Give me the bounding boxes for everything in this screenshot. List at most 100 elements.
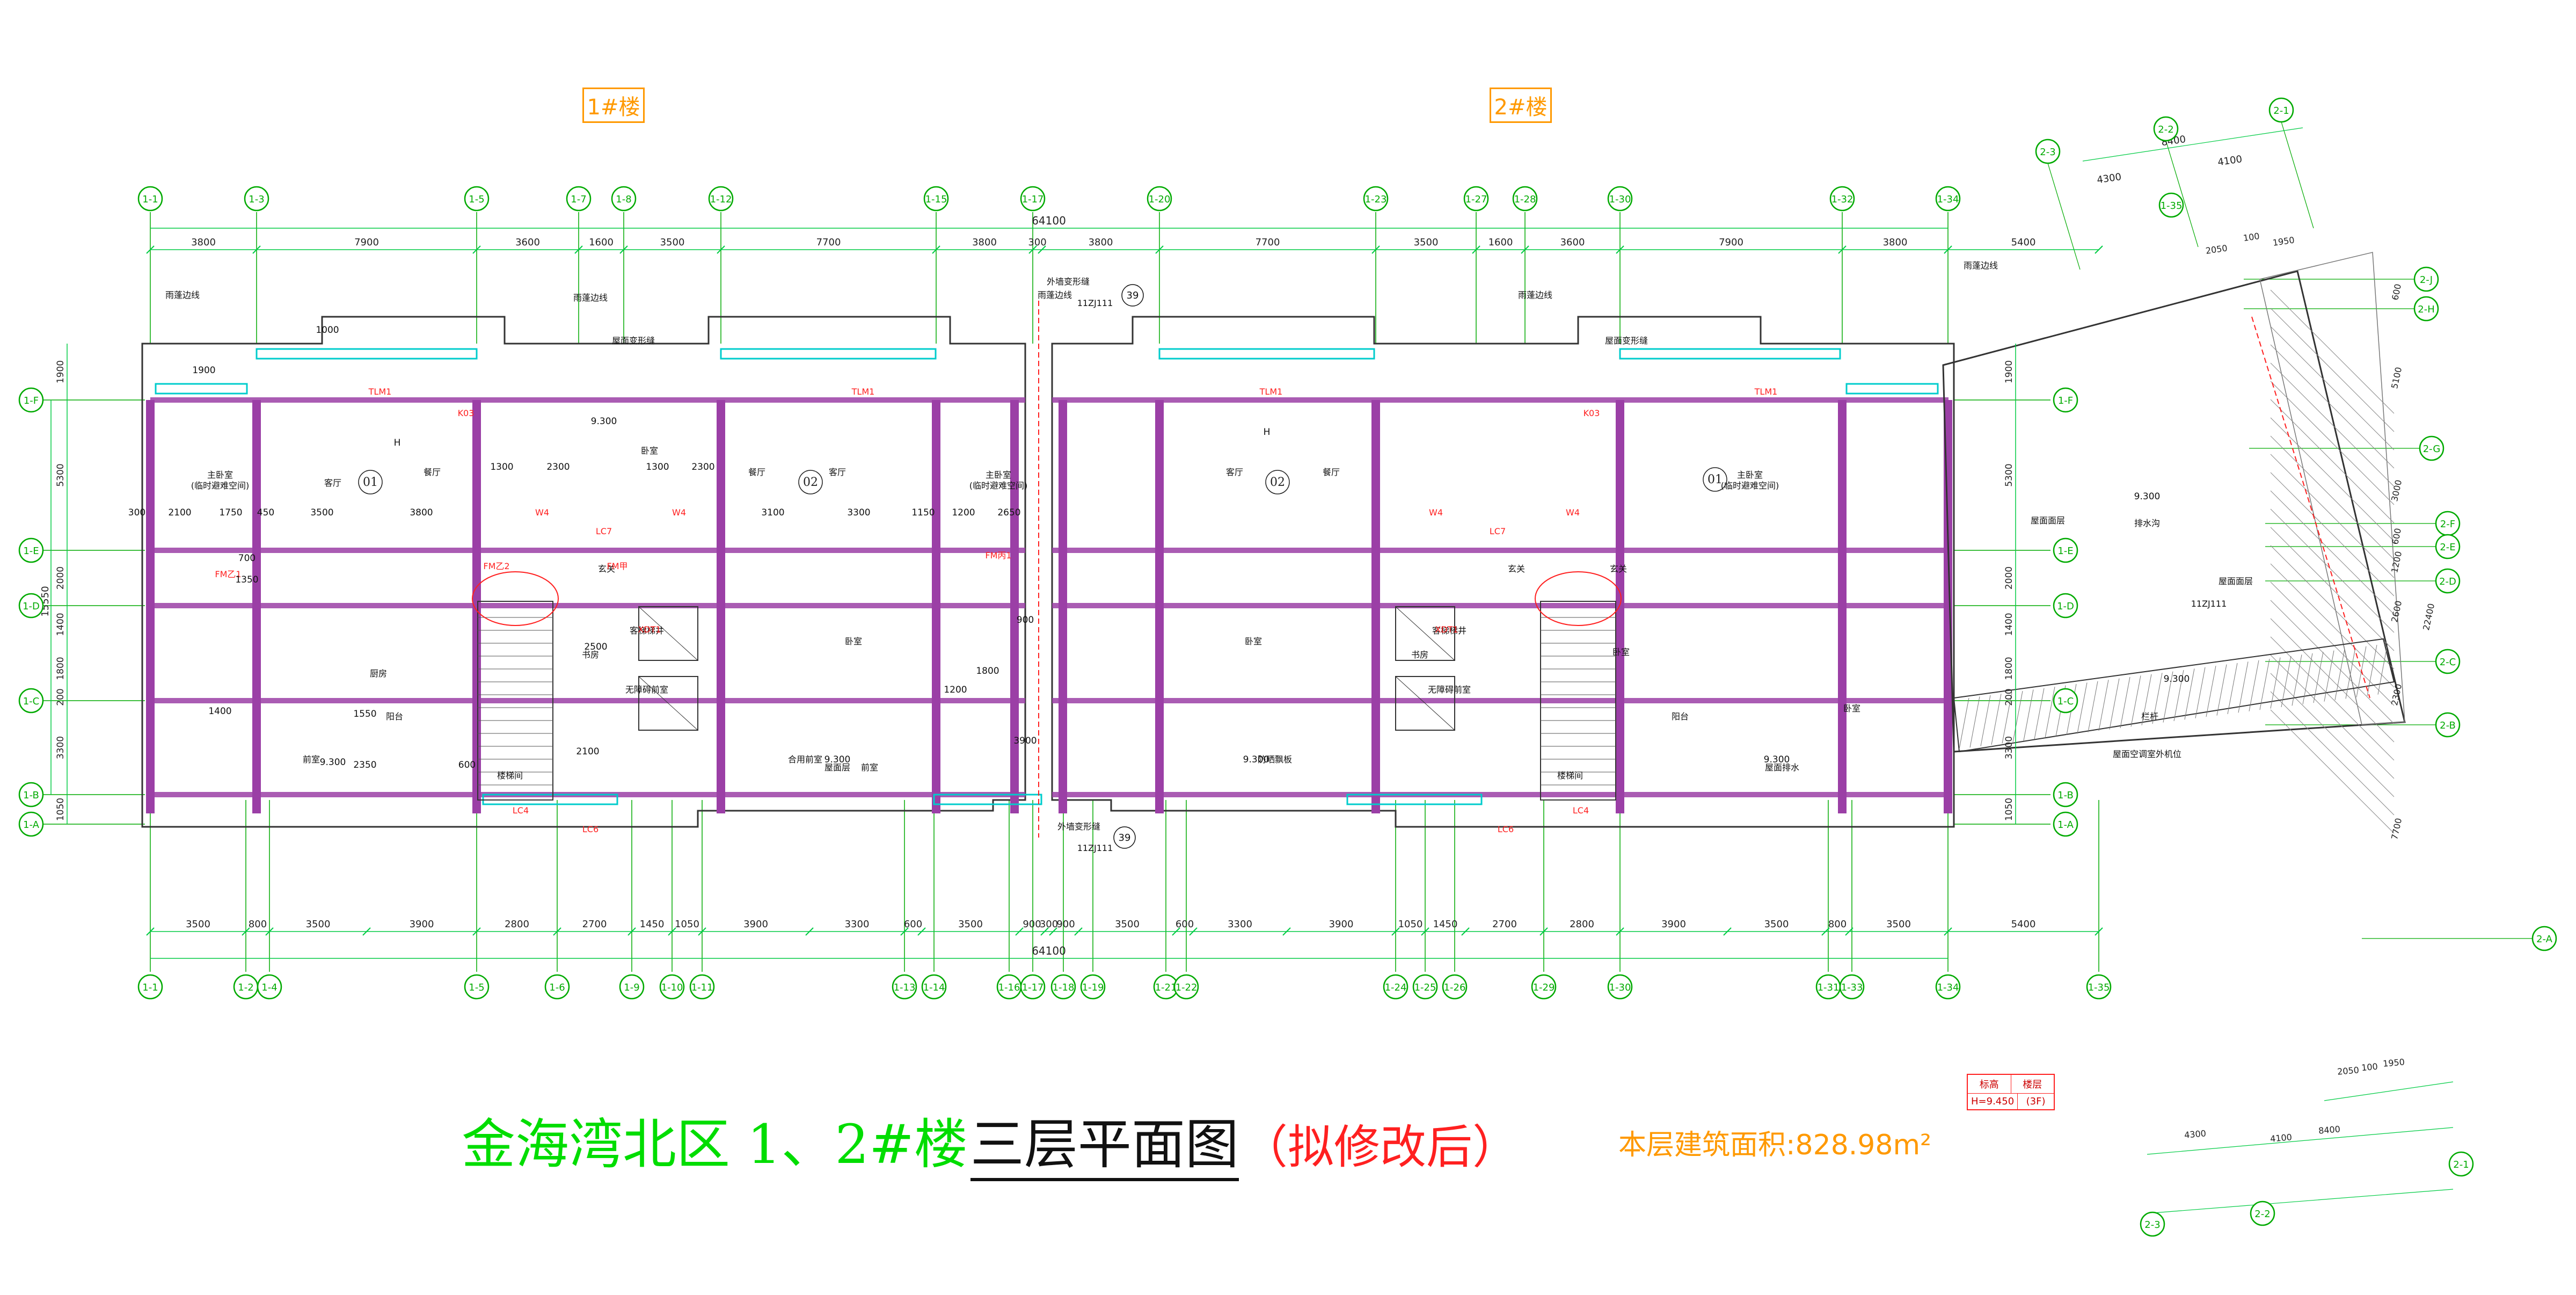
wing-rail-hatch bbox=[2249, 660, 2259, 711]
wall-horizontal bbox=[150, 548, 1025, 553]
window-code: XDT1 bbox=[1435, 624, 1458, 635]
dim-bottom-tick bbox=[1040, 927, 1049, 936]
keyplan-axis-label: 2-1 bbox=[2453, 1159, 2469, 1170]
axis-bottom-label: 1-16 bbox=[998, 982, 1020, 993]
wall-horizontal bbox=[1052, 397, 1949, 403]
room-label: 卧室 bbox=[641, 446, 658, 456]
dim-wing-top-value: 4300 bbox=[2096, 171, 2122, 186]
wing-hatch bbox=[2270, 673, 2395, 797]
dim-top-value: 1600 bbox=[1488, 237, 1513, 248]
dim-right-value: 200 bbox=[2004, 688, 2015, 705]
dim-bottom-tick bbox=[1049, 927, 1057, 936]
wing-rail-hatch bbox=[2377, 643, 2388, 695]
axis-right-bubble bbox=[2053, 387, 2078, 413]
wing-rail-hatch bbox=[2098, 680, 2109, 731]
wing-rail-hatch bbox=[2002, 692, 2012, 744]
dim-bottom-value: 900 bbox=[1023, 919, 1041, 930]
axis-bottom-bubble bbox=[1607, 974, 1633, 1000]
dim-top-tick bbox=[472, 245, 481, 254]
axis-top-bubble bbox=[1147, 186, 1172, 212]
wing-rail-hatch bbox=[2141, 674, 2152, 725]
axis-left-bubble bbox=[18, 387, 44, 413]
axis-bottom-label: 1-31 bbox=[1818, 982, 1840, 993]
interior-dim: 600 bbox=[458, 760, 476, 770]
window-code: TLM1 bbox=[851, 387, 875, 397]
keyplan-dim-value: 8400 bbox=[2318, 1124, 2340, 1136]
dim-bottom-value: 3900 bbox=[410, 919, 434, 930]
axis-wing-small-bubble bbox=[2158, 192, 2184, 218]
elevator-cross bbox=[638, 676, 698, 731]
wing-rail-hatch bbox=[2130, 675, 2141, 727]
elevation-legend: 标高 楼层 H=9.450 (3F) bbox=[1967, 1074, 2055, 1110]
wing-expansion-joint bbox=[2251, 316, 2370, 699]
dim-bottom-tick bbox=[362, 927, 371, 936]
axis-bottom-bubble bbox=[544, 974, 570, 1000]
axis-bottom-bubble bbox=[619, 974, 645, 1000]
dim-bottom-tick bbox=[1845, 927, 1853, 936]
wing-hatch bbox=[2270, 654, 2395, 779]
axis-right-label: 1-A bbox=[2057, 819, 2074, 831]
wing-rail-hatch bbox=[2163, 671, 2173, 723]
dim-bottom-tick bbox=[146, 927, 155, 936]
dim-bottom-tick bbox=[698, 927, 706, 936]
elevator-shaft bbox=[1395, 676, 1455, 731]
axis-top-label: 1-1 bbox=[142, 194, 158, 205]
dim-wing-small-value: 1950 bbox=[2272, 235, 2295, 248]
interior-dim: 1150 bbox=[911, 507, 935, 518]
axis-top-label: 1-7 bbox=[571, 194, 586, 205]
axis-bottom-label: 1-14 bbox=[923, 982, 945, 993]
dim-right-value: 1800 bbox=[2004, 657, 2015, 680]
drawing-title: 金海湾北区 1、2#楼 三层平面图 （拟修改后） bbox=[462, 1101, 1519, 1181]
keyplan-dim-value: 100 bbox=[2361, 1061, 2378, 1073]
dim-wing-right-value: 2300 bbox=[2389, 683, 2404, 707]
dim-bottom-tick bbox=[1723, 927, 1732, 936]
dim-wing-right-value: 1200 bbox=[2389, 550, 2404, 574]
axis-bottom-label: 1-30 bbox=[1609, 982, 1631, 993]
axis-wing-top-label: 2-2 bbox=[2158, 124, 2173, 135]
legend-header-elevation: 标高 bbox=[1979, 1079, 1999, 1090]
keyplan-axis-bubble bbox=[2448, 1151, 2474, 1177]
axis-wing-top-label: 2-3 bbox=[2040, 147, 2055, 158]
axis-bottom-label: 1-34 bbox=[1937, 982, 1959, 993]
room-label: 客厅 bbox=[324, 478, 341, 488]
dim-right-value: 5300 bbox=[2004, 463, 2015, 486]
room-label: 客厅 bbox=[829, 467, 846, 477]
room-label: 卧室 bbox=[1245, 636, 1262, 646]
room-label: 客梯梯井 bbox=[1432, 625, 1466, 636]
wing-rail-hatch bbox=[1959, 697, 1969, 750]
detail-mark-ring bbox=[1113, 826, 1136, 849]
wing-rail-hatch bbox=[2292, 654, 2302, 706]
room-label: 书房 bbox=[1411, 650, 1428, 660]
axis-left-bubble bbox=[18, 593, 44, 619]
dim-top-tick bbox=[146, 245, 155, 254]
axis-wing-bubble bbox=[2435, 568, 2461, 594]
interior-dim: 2500 bbox=[584, 642, 607, 652]
floor-area-note: 本层建筑面积:828.98m² bbox=[1618, 1129, 1931, 1161]
keyplan-dim-value: 2050 bbox=[2337, 1065, 2359, 1076]
axis-line-wing-top bbox=[2165, 140, 2199, 248]
axis-bottom-bubble bbox=[1442, 974, 1468, 1000]
dim-bottom-value: 3900 bbox=[1329, 919, 1354, 930]
dim-top-tick bbox=[1155, 245, 1164, 254]
room-label: 餐厅 bbox=[1323, 467, 1340, 477]
dim-top-tick bbox=[252, 245, 261, 254]
interior-dim: 1750 bbox=[219, 507, 242, 518]
wing-hatch bbox=[2270, 563, 2395, 688]
window-code: LC4 bbox=[513, 805, 529, 816]
axis-bottom-bubble bbox=[2086, 974, 2112, 1000]
dim-left-value: 1400 bbox=[55, 613, 66, 636]
dim-bottom-tick bbox=[553, 927, 561, 936]
wing-railing-band bbox=[1953, 638, 2395, 753]
unit-number: 02 bbox=[1270, 476, 1285, 489]
window-code: LC6 bbox=[1498, 824, 1514, 834]
room-label: 卧室 bbox=[1843, 703, 1860, 714]
window-code: TLM1 bbox=[368, 387, 392, 397]
dim-top-tick bbox=[1521, 245, 1529, 254]
wing-rail-hatch bbox=[1969, 696, 1980, 748]
interior-dim: 1000 bbox=[316, 325, 339, 336]
unit-number-ring bbox=[1703, 467, 1727, 492]
axis-right-bubble bbox=[2053, 537, 2078, 563]
wall-horizontal bbox=[1052, 698, 1949, 703]
detail-mark: 39 bbox=[1119, 832, 1131, 843]
